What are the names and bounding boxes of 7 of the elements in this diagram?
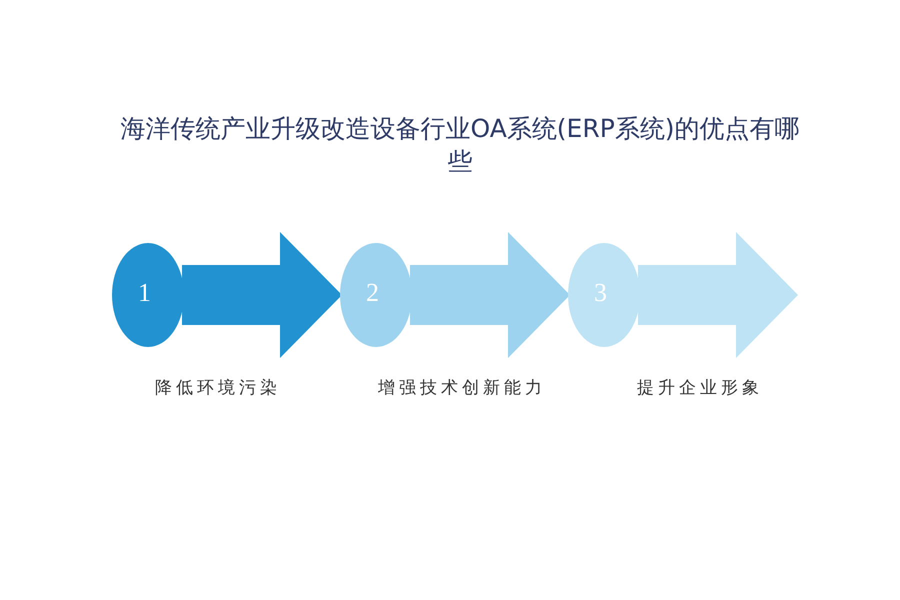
step-caption: 降低环境污染	[154, 377, 282, 399]
step-caption: 增强技术创新能力	[377, 377, 547, 399]
step-number: 3	[594, 278, 607, 308]
step-caption: 提升企业形象	[636, 377, 764, 399]
title: 海洋传统产业升级改造设备行业OA系统(ERP系统)的优点有哪些	[120, 113, 800, 178]
step-number: 1	[138, 278, 151, 308]
step-number: 2	[366, 278, 379, 308]
